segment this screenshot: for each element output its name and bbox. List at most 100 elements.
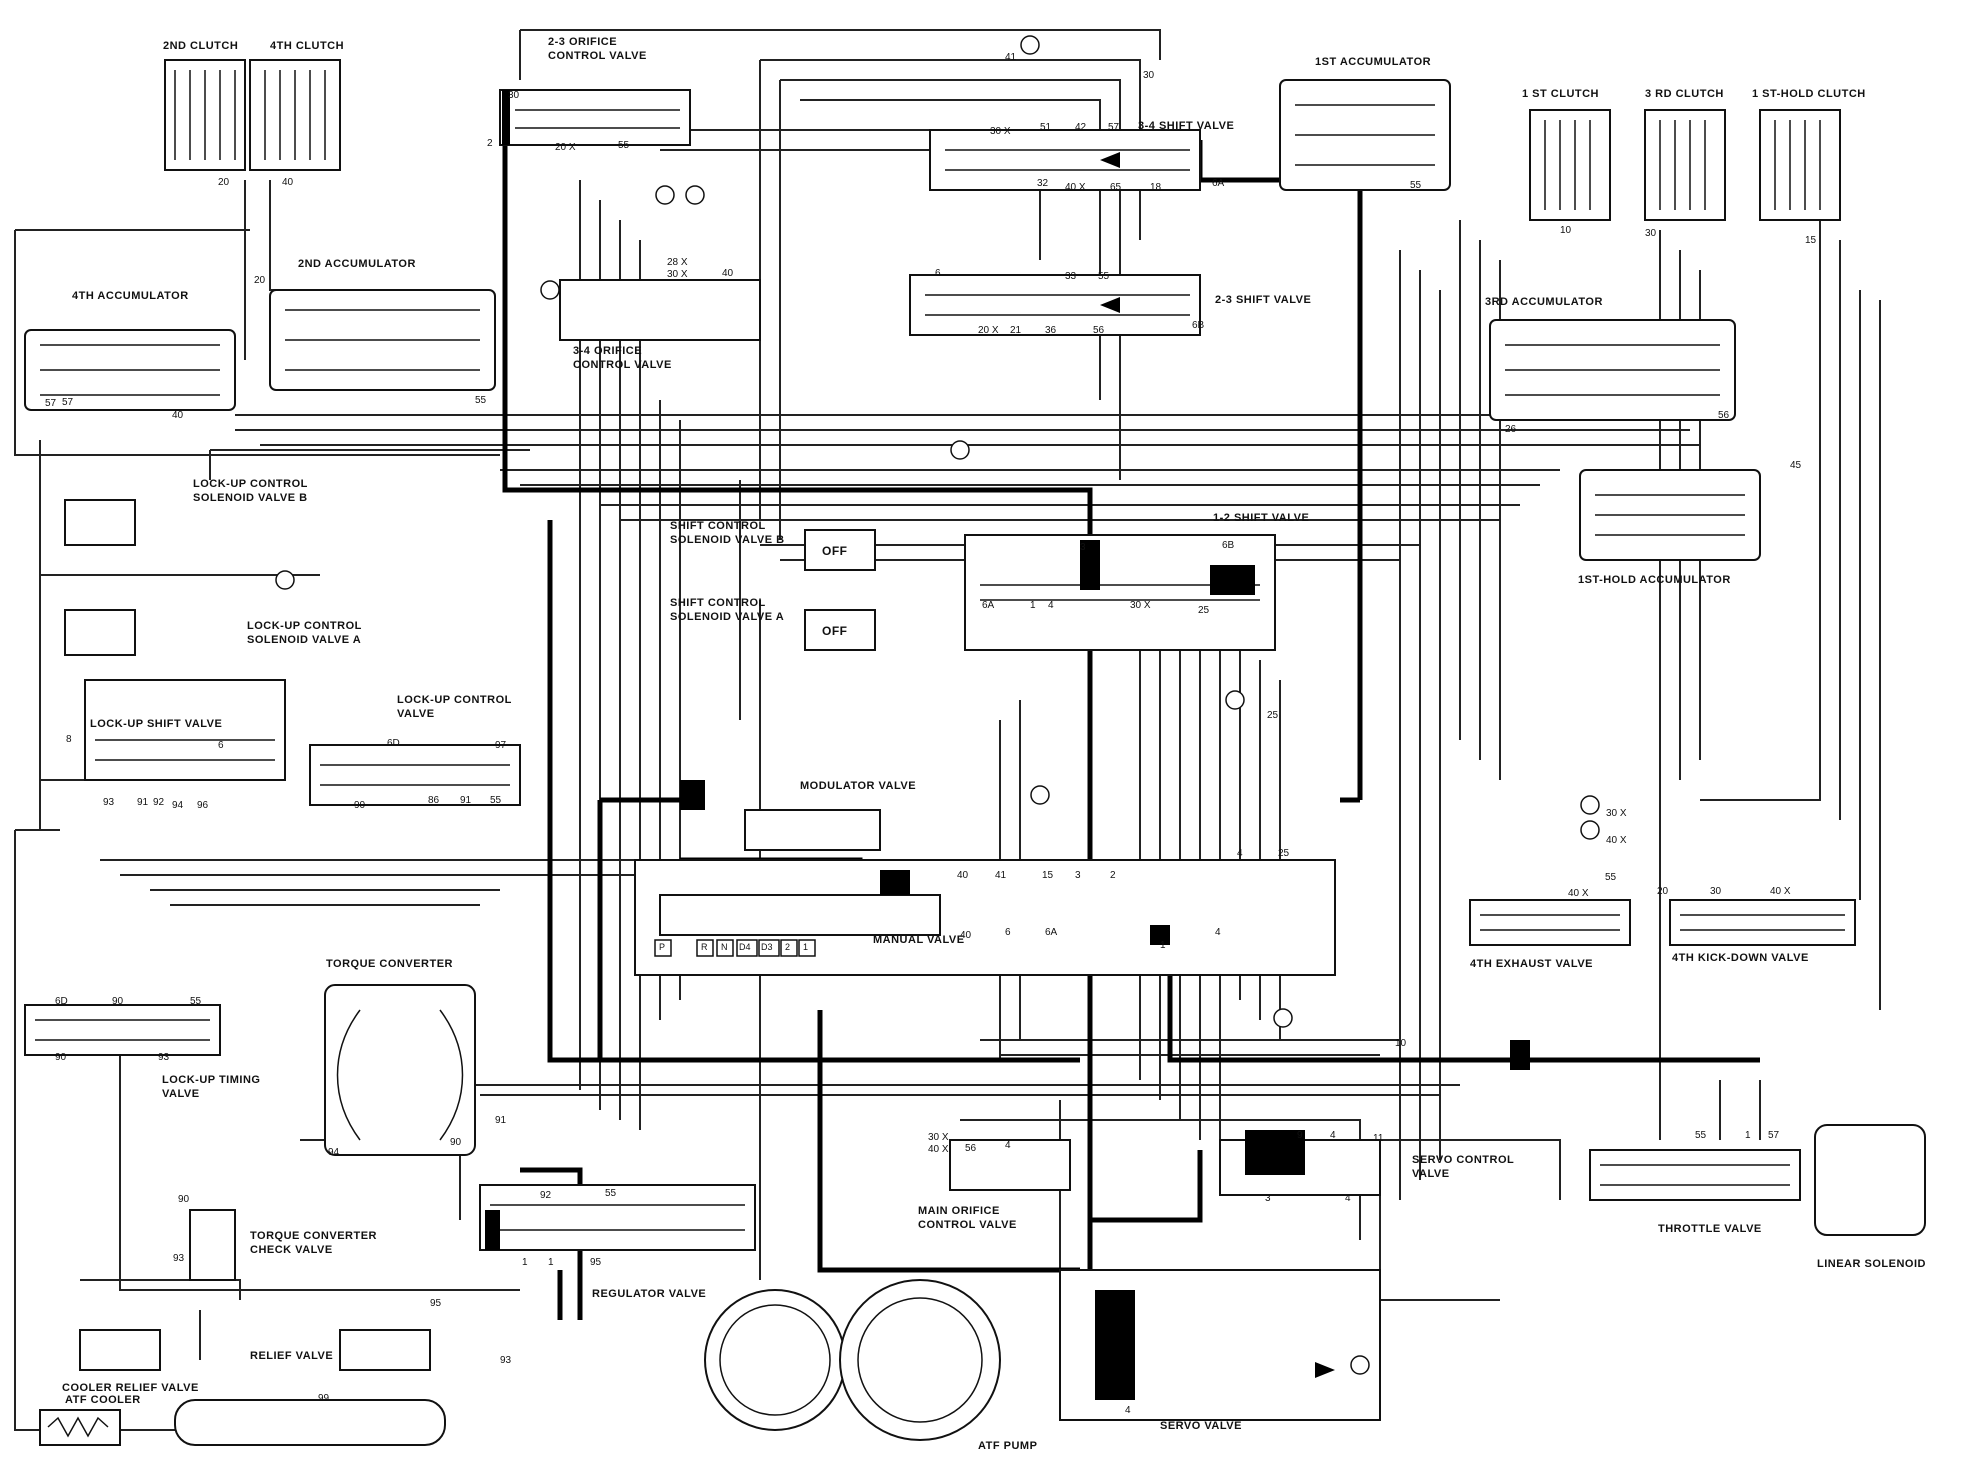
lockup-sol-a-label-2: SOLENOID VALVE A xyxy=(247,634,362,646)
end-block xyxy=(485,1210,500,1250)
check-ball xyxy=(655,185,675,205)
kickdown-4th-label: 4TH KICK-DOWN VALVE xyxy=(1672,952,1809,964)
shift-12-label: 1-2 SHIFT VALVE xyxy=(1213,512,1310,524)
accumulator-spring xyxy=(1505,344,1720,396)
port-number: 3 xyxy=(1075,870,1081,881)
port-number: 45 xyxy=(1790,460,1802,471)
clutch-3rd-body xyxy=(1644,109,1726,221)
port-number: 55 xyxy=(605,1188,617,1199)
port-number: 9 xyxy=(1297,1130,1303,1141)
lockup-control-valve-body xyxy=(309,744,521,806)
fluid-line xyxy=(119,1030,520,1291)
orifice-34-label-2: CONTROL VALVE xyxy=(573,359,672,371)
check-ball xyxy=(1273,1008,1293,1028)
fluid-line xyxy=(519,29,1161,80)
port-number: 94 xyxy=(172,800,184,811)
port-number: 6D xyxy=(55,996,68,1007)
clutch-4th-label: 4TH CLUTCH xyxy=(270,40,345,52)
clutch-3rd-label: 3 RD CLUTCH xyxy=(1645,88,1724,100)
fluid-line xyxy=(39,574,320,830)
atf-pump-gear-right xyxy=(839,1279,1001,1441)
shift-sol-a-label-2: SOLENOID VALVE A xyxy=(670,611,785,623)
port-number: 40 X xyxy=(1065,182,1086,193)
fluid-line xyxy=(1380,1139,1561,1200)
port-number: 96 xyxy=(197,800,209,811)
spool-lands xyxy=(1480,914,1620,931)
fluid-line xyxy=(1700,200,1841,820)
port-number: 6B xyxy=(1192,320,1205,331)
port-number: 4 xyxy=(1215,927,1221,938)
check-ball xyxy=(275,570,295,590)
port-number: 91 xyxy=(460,795,472,806)
main-orifice-label-1: MAIN ORIFICE xyxy=(918,1205,1000,1217)
check-ball xyxy=(540,280,560,300)
exhaust-4th-valve-body xyxy=(1469,899,1631,946)
port-number: 4 xyxy=(1125,1405,1131,1416)
port-number: 57 xyxy=(1768,1130,1780,1141)
end-block xyxy=(1080,540,1100,590)
lockup-sol-a-label-1: LOCK-UP CONTROL xyxy=(247,620,362,632)
check-ball xyxy=(1350,1355,1370,1375)
orifice-34-valve-body xyxy=(559,279,761,341)
fluid-line xyxy=(600,504,1520,521)
manual-position-p: P xyxy=(659,942,666,952)
manual-position-2: 2 xyxy=(785,942,791,952)
fluid-line xyxy=(80,1279,241,1300)
port-number: 90 xyxy=(55,1052,67,1063)
valve-end-blocks xyxy=(485,90,1530,1400)
fluid-line xyxy=(1719,1080,1761,1140)
port-number: 92 xyxy=(153,797,165,808)
spool-lands xyxy=(1600,1164,1790,1186)
lockup-solenoid-b-box xyxy=(64,499,136,546)
throttle-valve-body xyxy=(1589,1149,1801,1201)
port-number: 40 xyxy=(722,268,734,279)
orifice-23-label-2: CONTROL VALVE xyxy=(548,50,647,62)
atf-cooler-tank xyxy=(174,1399,446,1446)
regulator-valve-body xyxy=(479,1184,756,1251)
linear-solenoid-body xyxy=(1814,1124,1926,1236)
port-number: 30 xyxy=(1645,228,1657,239)
tc-check-valve-body xyxy=(189,1209,236,1281)
check-ball xyxy=(1580,820,1600,840)
manual-position-r: R xyxy=(701,942,708,952)
position-box xyxy=(716,939,734,957)
port-number: 40 X xyxy=(1770,886,1791,897)
position-box xyxy=(654,939,672,957)
spool-lands xyxy=(945,149,1190,171)
port-number: 90 xyxy=(112,996,124,1007)
servo-valve-label: SERVO VALVE xyxy=(1160,1420,1242,1432)
port-number: 10 xyxy=(1560,225,1572,236)
kickdown-4th-valve-body xyxy=(1669,899,1856,946)
heavy-line xyxy=(520,1167,583,1320)
converter-shape xyxy=(336,1009,464,1141)
port-number: 20 xyxy=(254,275,266,286)
port-number: 41 xyxy=(1005,52,1017,63)
port-number: 36 xyxy=(1045,325,1057,336)
shift-34-label: 3-4 SHIFT VALVE xyxy=(1138,120,1235,132)
spool-lands xyxy=(925,294,1190,316)
port-number: 30 xyxy=(1710,886,1722,897)
port-number: 4 xyxy=(1330,1130,1336,1141)
port-number: 20 X xyxy=(555,142,576,153)
port-number: 86 xyxy=(428,795,440,806)
atf-pump-gear-left xyxy=(704,1289,846,1431)
accumulator-spring xyxy=(1295,104,1435,166)
fluid-line xyxy=(209,449,530,480)
port-number: 40 X xyxy=(1606,835,1627,846)
shift-23-valve-body xyxy=(909,274,1201,336)
position-box xyxy=(758,939,780,957)
port-number: 20 xyxy=(218,177,230,188)
lockup-sol-b-label-2: SOLENOID VALVE B xyxy=(193,492,308,504)
port-number: 18 xyxy=(1150,182,1162,193)
port-number: 55 xyxy=(1605,872,1617,883)
end-block xyxy=(1150,925,1170,945)
accumulator-1st-hold-label: 1ST-HOLD ACCUMULATOR xyxy=(1578,574,1731,586)
relief-valve-body xyxy=(339,1329,431,1371)
port-number: 51 xyxy=(1040,122,1052,133)
lockup-timing-label-2: VALVE xyxy=(162,1088,200,1100)
manual-position-boxes xyxy=(654,939,816,957)
tc-check-label-1: TORQUE CONVERTER xyxy=(250,1230,377,1242)
lockup-solenoid-a-box xyxy=(64,609,136,656)
end-block xyxy=(680,780,705,810)
